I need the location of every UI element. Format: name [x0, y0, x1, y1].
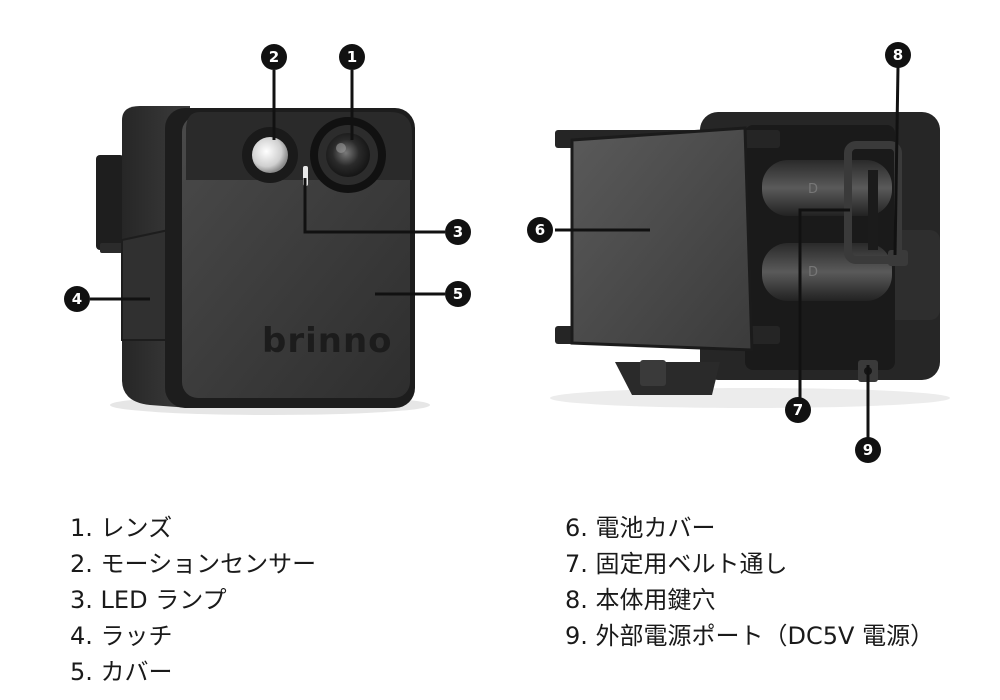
svg-text:3: 3: [453, 223, 463, 241]
product-diagram: brinno D D: [64, 42, 950, 463]
battery-label-bottom: D: [808, 265, 818, 280]
legend-item-5: 5. カバー: [70, 658, 173, 686]
callout-marker-5: 5: [445, 281, 471, 307]
svg-text:4: 4: [72, 290, 82, 308]
legend-item-3: 3. LED ランプ: [70, 586, 227, 614]
callout-marker-9: 9: [855, 437, 881, 463]
legend-left: 1. レンズ 2. モーションセンサー 3. LED ランプ 4. ラッチ 5.…: [70, 510, 316, 690]
legend-item-6: 6. 電池カバー: [565, 514, 716, 542]
legend-item-2: 2. モーションセンサー: [70, 550, 317, 578]
battery-top: [762, 160, 892, 216]
legend-item-7: 7. 固定用ベルト通し: [565, 550, 788, 578]
brand-logo: brinno: [262, 321, 393, 361]
callout-marker-2: 2: [261, 44, 287, 70]
camera-back-view: D D: [550, 112, 950, 408]
legend-item-8: 8. 本体用鍵穴: [565, 586, 716, 614]
leader-lines: [90, 66, 900, 438]
camera-front-view: brinno: [96, 106, 430, 415]
callout-marker-6: 6: [527, 217, 553, 243]
legend-item-4: 4. ラッチ: [70, 622, 173, 650]
battery-label-top: D: [808, 182, 818, 197]
callout-marker-3: 3: [445, 219, 471, 245]
callout-marker-8: 8: [885, 42, 911, 68]
svg-text:7: 7: [793, 401, 803, 419]
svg-text:1: 1: [347, 48, 357, 66]
svg-text:8: 8: [893, 46, 903, 64]
legend-right: 6. 電池カバー 7. 固定用ベルト通し 8. 本体用鍵穴 9. 外部電源ポート…: [565, 510, 934, 654]
svg-text:9: 9: [863, 441, 873, 459]
svg-text:5: 5: [453, 285, 463, 303]
callout-marker-4: 4: [64, 286, 90, 312]
legend-item-1: 1. レンズ: [70, 514, 173, 542]
battery-bottom: [762, 243, 892, 301]
callout-marker-1: 1: [339, 44, 365, 70]
legend-item-9: 9. 外部電源ポート（DC5V 電源）: [565, 622, 935, 650]
callout-marker-7: 7: [785, 397, 811, 423]
svg-text:6: 6: [535, 221, 545, 239]
svg-text:2: 2: [269, 48, 279, 66]
